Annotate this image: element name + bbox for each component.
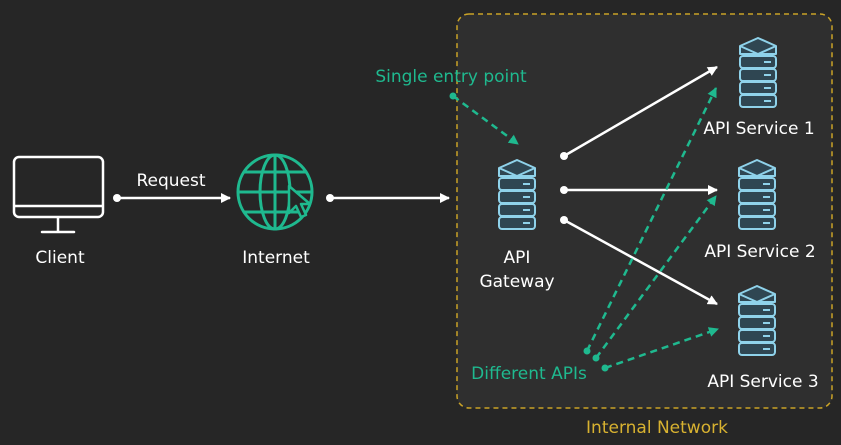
- internet-label: Internet: [242, 248, 310, 268]
- gateway-server-stack-icon: [498, 159, 536, 230]
- single-entry-pointer: [449, 92, 519, 146]
- service2-server-stack-icon: [738, 159, 776, 230]
- service1-server-stack-icon: [739, 37, 777, 108]
- gateway-label-line1: API: [503, 248, 531, 268]
- gateway-to-service2-edge: [560, 185, 718, 195]
- gateway-to-service1-edge: [560, 65, 718, 160]
- monitor-icon: [12, 155, 105, 234]
- single-entry-label: Single entry point: [375, 67, 527, 87]
- globe-cursor-icon: [236, 153, 314, 231]
- client-label: Client: [35, 248, 85, 268]
- service3-server-stack-icon: [738, 285, 776, 356]
- internal-network-label: Internal Network: [586, 418, 728, 438]
- gateway-label-line2: Gateway: [479, 272, 555, 292]
- different-apis-pointers: [583, 87, 719, 372]
- service3-label: API Service 3: [707, 372, 819, 392]
- internet-to-gateway-edge: [326, 193, 450, 203]
- gateway-to-service3-edge: [560, 216, 718, 306]
- different-apis-label: Different APIs: [471, 364, 587, 384]
- service1-label: API Service 1: [703, 119, 815, 139]
- service2-label: API Service 2: [704, 242, 816, 262]
- request-label: Request: [136, 171, 206, 191]
- request-edge: [113, 193, 231, 203]
